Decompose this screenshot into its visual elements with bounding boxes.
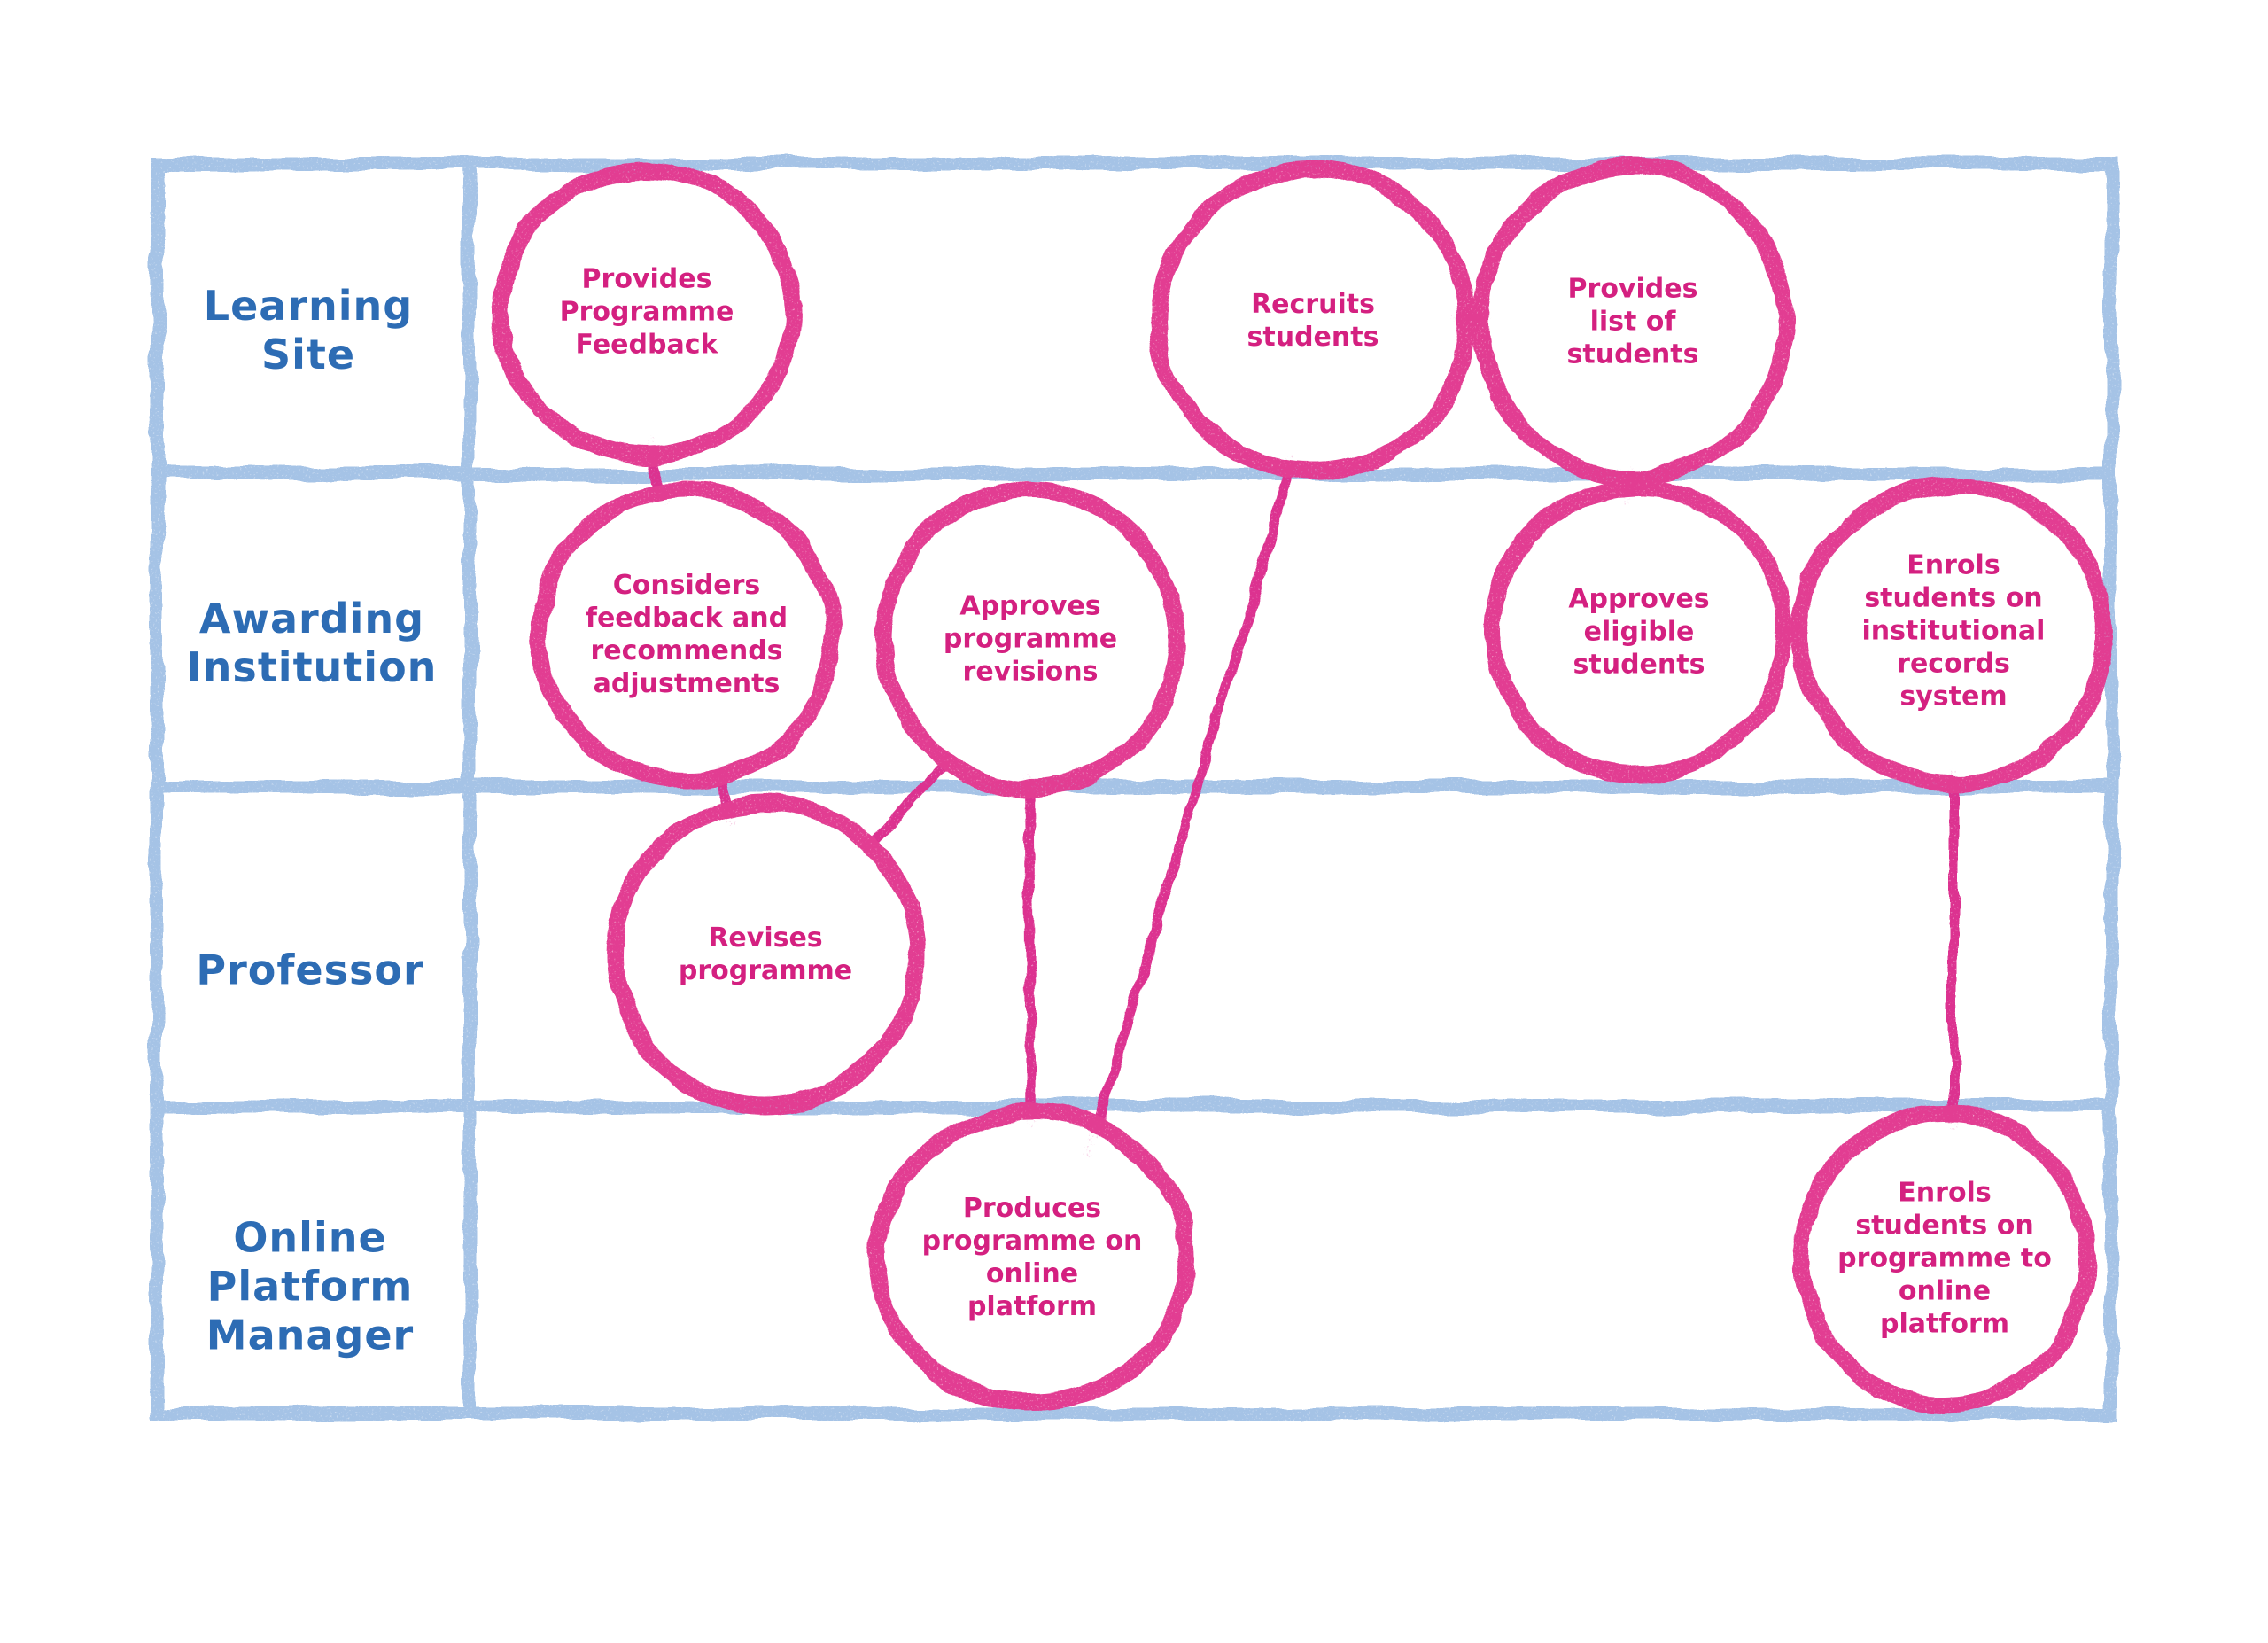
activity-circle-provides-list-of-students <box>1472 157 1794 487</box>
activity-circles <box>492 157 2115 1413</box>
activity-circle-provides-programme-feedback <box>492 160 802 463</box>
activity-circle-enrols-students-online-platform <box>1794 1104 2095 1413</box>
edge-revises-to-approves-revisions <box>863 759 949 854</box>
activity-circle-approves-programme-revisions <box>875 480 1185 798</box>
activity-circle-recruits-students <box>1150 161 1476 480</box>
activity-circle-revises-programme <box>606 795 925 1114</box>
edge-approves-revisions-to-produces <box>1023 773 1037 1129</box>
edge-produces-to-recruits <box>1084 456 1299 1157</box>
activity-circle-considers-feedback <box>531 481 843 788</box>
swimlane-grid <box>150 157 2118 1421</box>
activity-circle-enrols-students-institutional-records <box>1792 476 2115 791</box>
activity-circle-produces-programme-online-platform <box>868 1104 1196 1411</box>
activity-circle-approves-eligible-students <box>1484 479 1794 784</box>
